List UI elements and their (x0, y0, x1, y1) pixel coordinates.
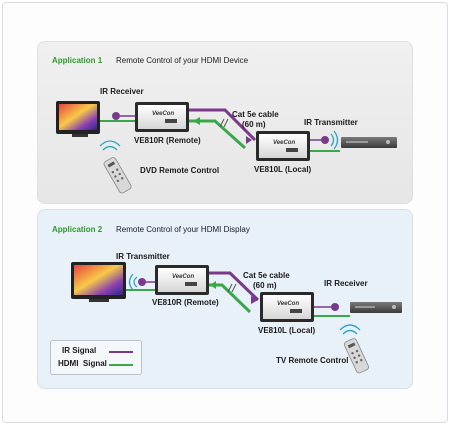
svg-text:VeeCon: VeeCon (172, 274, 194, 280)
app1-cable-label-line2: (60 m) (242, 120, 266, 129)
tv-display-2 (71, 262, 126, 302)
app1-ir-transmitter-label: IR Transmitter (304, 118, 358, 127)
ve810l-device-1: VeeCon (256, 131, 310, 161)
dvd-player-1 (341, 137, 397, 148)
app2-tag: Application 2 (52, 225, 103, 234)
app1-remote-control-label: DVD Remote Control (140, 166, 220, 175)
app1-cable-label-line1: Cat 5e cable (232, 110, 279, 119)
ve810l-device-2: VeeCon (260, 292, 314, 322)
app2-ir-receiver-label: IR Receiver (324, 279, 368, 288)
app2-local-unit-label: VE810L (Local) (258, 326, 316, 335)
tv-display-1 (56, 101, 100, 137)
dvd-player-2 (350, 302, 402, 313)
ve810r-device-1: VeeCon (135, 102, 189, 132)
app2-title: Remote Control of your HDMI Display (116, 225, 250, 234)
ir-transmitter-1-icon (321, 136, 329, 144)
svg-text:VeeCon: VeeCon (273, 140, 295, 146)
dvd-remote-control (103, 157, 132, 194)
app1-title: Remote Control of your HDMI Device (116, 56, 249, 65)
app1-remote-unit-label: VE810R (Remote) (134, 136, 201, 145)
app1-tag: Application 1 (52, 56, 103, 65)
legend-ir-label: IR Signal (62, 346, 97, 355)
app2-ir-transmitter-label: IR Transmitter (116, 252, 170, 261)
signal-legend: IR Signal HDMI Signal (50, 340, 142, 375)
legend-hdmi-label: HDMI Signal (58, 359, 107, 368)
ir-receiver-1-icon (112, 112, 120, 120)
ve810r-device-2: VeeCon (155, 265, 209, 295)
app1-local-unit-label: VE810L (Local) (254, 165, 312, 174)
svg-text:VeeCon: VeeCon (277, 301, 299, 307)
app1-ir-receiver-label: IR Receiver (100, 87, 144, 96)
app2-remote-unit-label: VE810R (Remote) (152, 298, 219, 307)
app2-cable-label-line2: (60 m) (253, 281, 277, 290)
ir-receiver-2-icon (331, 303, 339, 311)
app2-remote-control-label: TV Remote Control (276, 356, 349, 365)
tv-remote-control (343, 338, 369, 374)
legend-hdmi-line (109, 364, 133, 366)
legend-ir-line (109, 351, 133, 353)
svg-text:VeeCon: VeeCon (152, 111, 174, 117)
app2-cable-label-line1: Cat 5e cable (243, 271, 290, 280)
ir-transmitter-2-icon (138, 278, 146, 286)
